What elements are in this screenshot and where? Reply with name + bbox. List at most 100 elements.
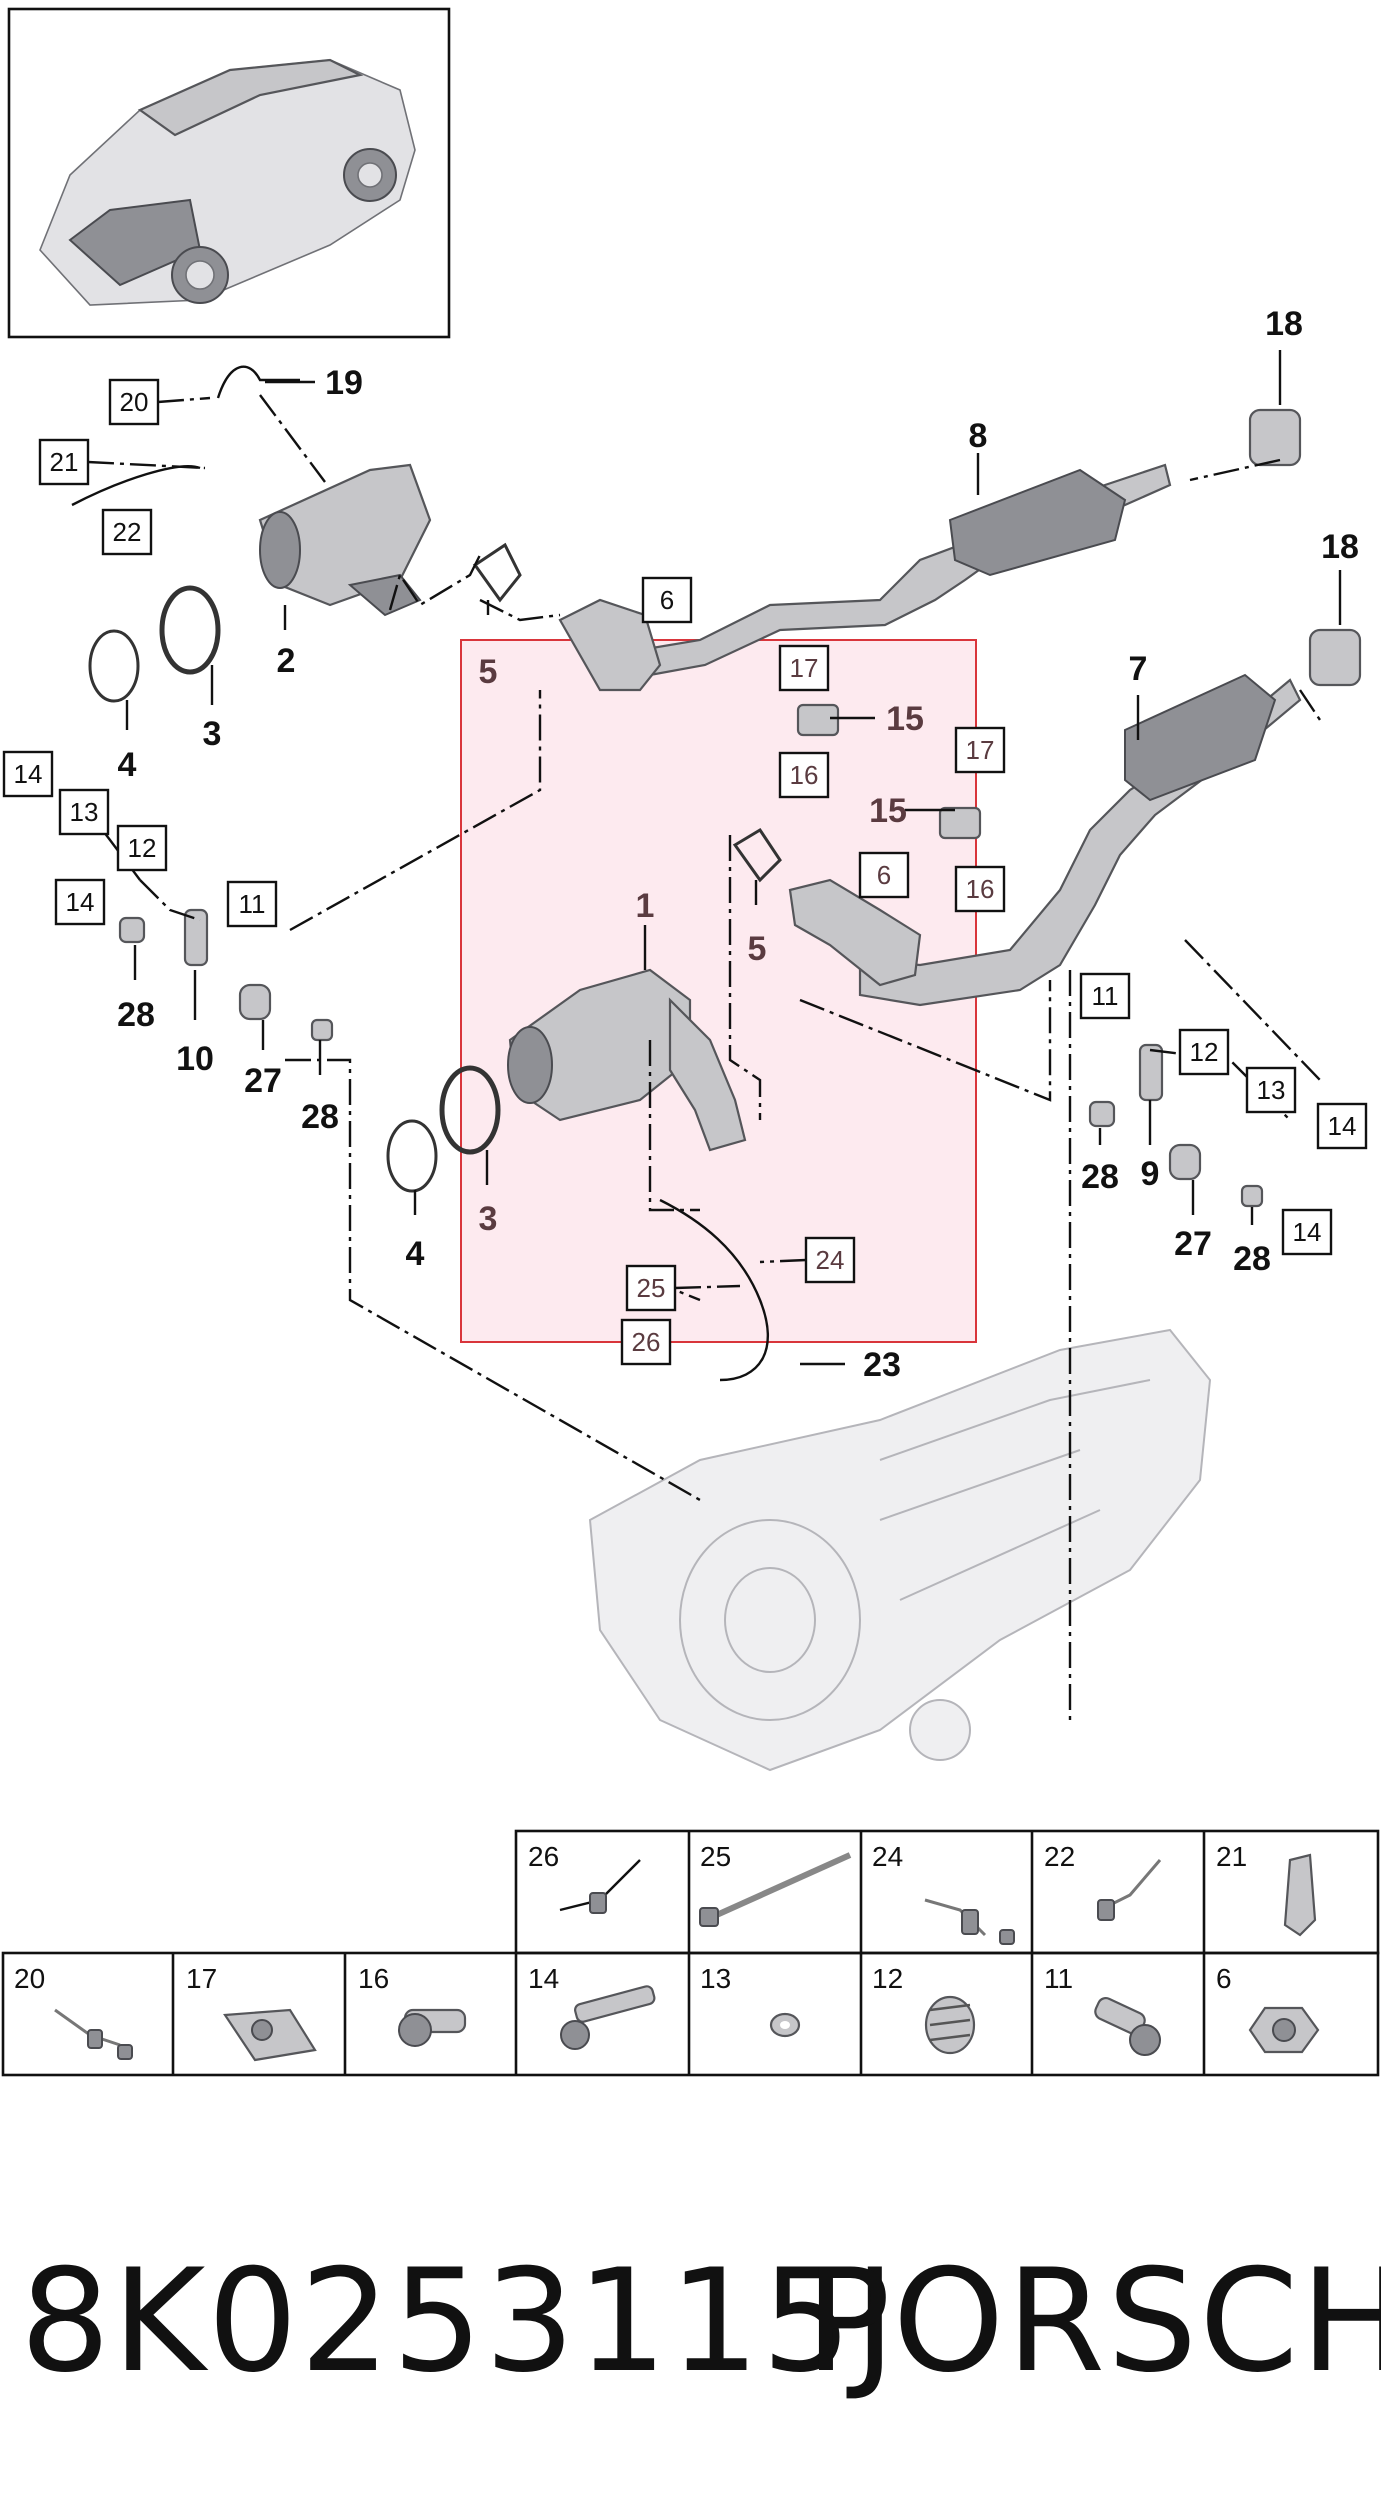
- box-label-16a-text: 16: [790, 760, 819, 790]
- legend-num-11: 11: [1044, 1963, 1073, 1994]
- box-label-21: 21: [38, 438, 90, 486]
- box-label-11b: 11: [1079, 972, 1131, 1020]
- legend-num-22: 22: [1044, 1841, 1075, 1872]
- legend-num-6: 6: [1216, 1963, 1232, 1994]
- box-label-17b: 17: [954, 726, 1006, 774]
- box-label-6a: 6: [641, 576, 693, 624]
- box-label-6a-text: 6: [660, 585, 674, 615]
- callout-8: 8: [969, 417, 988, 455]
- box-label-11a: 11: [226, 880, 278, 928]
- callout-5a: 5: [479, 653, 498, 691]
- stud-bolt-icon-11: [1094, 1996, 1161, 2056]
- box-label-26: 26: [620, 1318, 672, 1366]
- cable-tie-icon-25: [699, 1852, 852, 1927]
- callout-18b: 18: [1321, 528, 1359, 566]
- bolt-icon-14: [560, 1985, 656, 2050]
- callout-15b: 15: [869, 792, 907, 830]
- legend-num-26: 26: [528, 1841, 559, 1872]
- box-label-17b-text: 17: [966, 735, 995, 765]
- box-label-25-text: 25: [637, 1273, 666, 1303]
- box-label-13b: 13: [1245, 1066, 1297, 1114]
- callout-9: 9: [1141, 1155, 1160, 1193]
- box-label-24-text: 24: [816, 1245, 845, 1275]
- rear-clamp-lower: [1308, 628, 1362, 687]
- callout-28d: 28: [1233, 1240, 1271, 1278]
- box-label-16b-text: 16: [966, 874, 995, 904]
- box-label-21-text: 21: [50, 447, 79, 477]
- box-label-24: 24: [804, 1236, 856, 1284]
- box-label-6b: 6: [858, 851, 910, 899]
- legend-num-20: 20: [14, 1963, 45, 1994]
- callout-4b: 4: [406, 1235, 425, 1273]
- box-label-14c: 14: [1316, 1102, 1368, 1150]
- callout-3a: 3: [203, 715, 222, 753]
- box-label-12b: 12: [1178, 1028, 1230, 1076]
- box-label-16a: 16: [778, 751, 830, 799]
- box-label-13b-text: 13: [1257, 1075, 1286, 1105]
- box-label-25: 25: [625, 1264, 677, 1312]
- exhaust-pipe-lower: [788, 673, 1302, 1007]
- vehicle-thumbnail: [7, 7, 451, 339]
- sensor-wire-icon-20: [54, 2008, 133, 2060]
- box-label-20: 20: [108, 378, 160, 426]
- callout-3b: 3: [479, 1200, 498, 1238]
- exhaust-pipe-upper: [558, 463, 1172, 692]
- box-label-17a-text: 17: [790, 653, 819, 683]
- box-label-17a: 17: [778, 644, 830, 692]
- box-label-16b: 16: [954, 865, 1006, 913]
- box-label-13a: 13: [58, 788, 110, 836]
- box-label-14a: 14: [2, 750, 54, 798]
- brand-name: PORSCHE: [805, 2239, 1381, 2404]
- box-label-26-text: 26: [632, 1327, 661, 1357]
- callout-27b: 27: [1174, 1225, 1212, 1263]
- box-label-11b-text: 11: [1092, 981, 1119, 1011]
- legend-num-21: 21: [1216, 1841, 1247, 1872]
- box-label-12b-text: 12: [1190, 1037, 1219, 1067]
- bracket-clip-icon-21: [1283, 1853, 1317, 1937]
- clamp-rings: [88, 542, 782, 1193]
- catalytic-converter-left: [258, 463, 432, 617]
- box-label-14b-text: 14: [66, 887, 95, 917]
- legend-num-12: 12: [872, 1963, 903, 1994]
- box-label-12a: 12: [116, 824, 168, 872]
- assembly-lines: [79, 394, 1321, 1720]
- callout-28a: 28: [117, 996, 155, 1034]
- bolt-icon-16: [398, 2008, 467, 2047]
- footer: 8K0253115J PORSCHE: [20, 2239, 1381, 2404]
- box-label-11a-text: 11: [239, 889, 266, 919]
- box-label-14d: 14: [1281, 1208, 1333, 1256]
- box-label-20-text: 20: [120, 387, 149, 417]
- boxed-reference-labels: 20 21 22 6 6 17 16 17 16 14 13 12 14 11: [2, 378, 1368, 1366]
- callout-27a: 27: [244, 1062, 282, 1100]
- box-label-14a-text: 14: [14, 759, 43, 789]
- box-label-12a-text: 12: [128, 833, 157, 863]
- rear-clamp-upper: [1248, 408, 1302, 467]
- legend-num-16: 16: [358, 1963, 389, 1994]
- legend-num-17: 17: [186, 1963, 217, 1994]
- box-label-14d-text: 14: [1293, 1217, 1322, 1247]
- callout-23: 23: [863, 1346, 901, 1384]
- callout-4a: 4: [118, 746, 137, 784]
- sensor-wire-icon-22: [1097, 1859, 1162, 1921]
- callout-1: 1: [636, 887, 655, 925]
- callout-10: 10: [176, 1040, 214, 1078]
- callout-15a: 15: [886, 700, 924, 738]
- spring-nut-icon-12: [924, 1995, 976, 2055]
- hex-nut-icon-6: [1248, 2006, 1320, 2054]
- mounting-hardware: [118, 703, 1264, 1208]
- callout-7: 7: [1129, 650, 1148, 688]
- box-label-22: 22: [101, 508, 153, 556]
- callout-2: 2: [277, 642, 296, 680]
- box-label-14c-text: 14: [1328, 1111, 1357, 1141]
- parts-legend: 26 25 24 22 21 20 17 16 14 13 12 11 6: [1, 1829, 1380, 2077]
- transmission-ghost: [588, 1328, 1212, 1772]
- callout-5b: 5: [748, 930, 767, 968]
- legend-num-14: 14: [528, 1963, 559, 1994]
- sensor-wire-icon-26: [559, 1859, 641, 1914]
- callout-labels: 1 2 3 3 4 4 5 5 7 8 9 10 15 15 18 18 19: [117, 305, 1359, 1384]
- box-label-6b-text: 6: [877, 860, 891, 890]
- legend-num-25: 25: [700, 1841, 731, 1872]
- box-label-14b: 14: [54, 878, 106, 926]
- clip-nut-icon-17: [223, 2008, 317, 2062]
